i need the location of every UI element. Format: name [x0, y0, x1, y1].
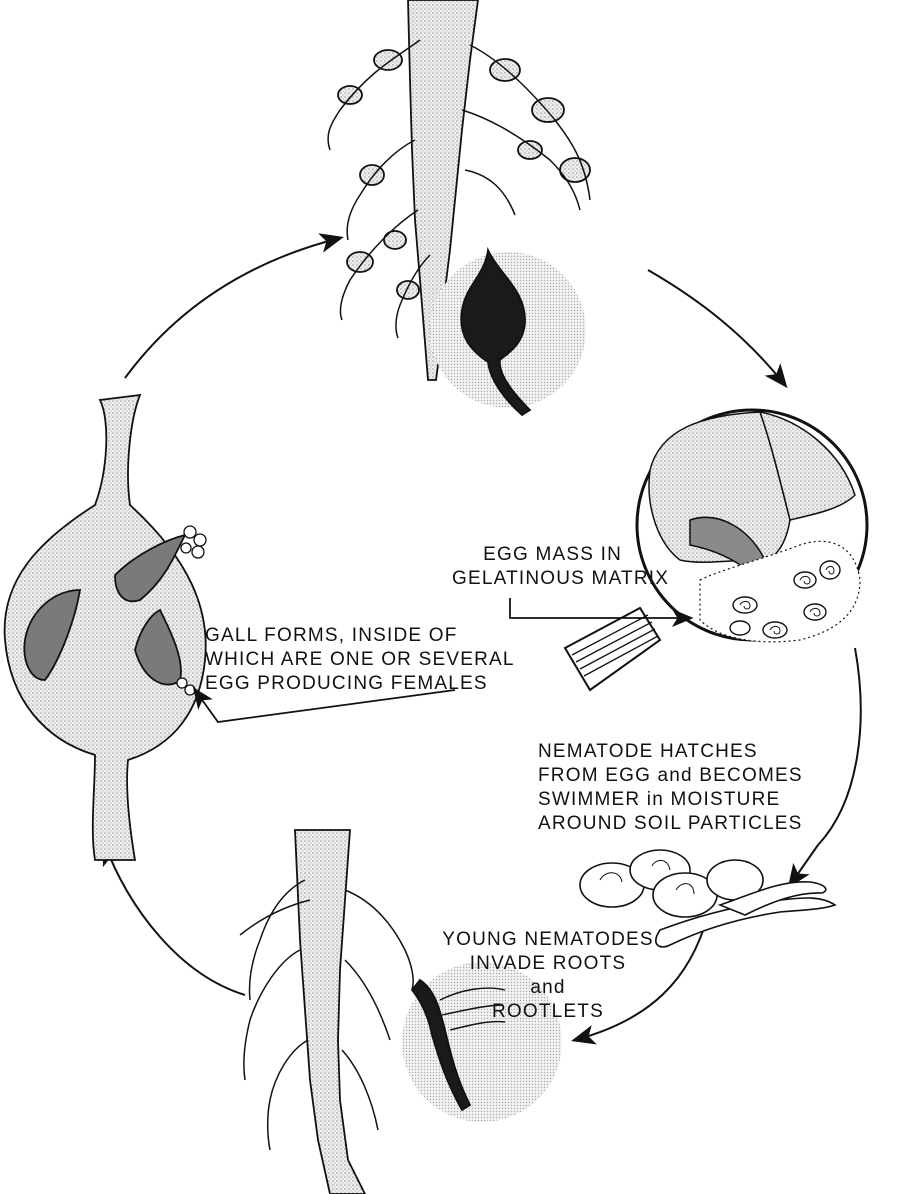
egg-cluster — [181, 543, 191, 553]
egg-cluster — [192, 546, 204, 558]
nematode-hatches-label: NEMATODE HATCHES FROM EGG and BECOMES SW… — [538, 740, 803, 836]
egg-mass-label-line2: GELATINOUS MATRIX — [452, 567, 622, 591]
nematode-hatches-label-line2: FROM EGG and BECOMES — [538, 764, 803, 788]
gall-forms-label-line1: GALL FORMS, INSIDE OF — [205, 624, 515, 648]
arrow-top-right — [648, 270, 785, 385]
young-nematodes-label-line1: YOUNG NEMATODES — [428, 928, 668, 952]
magnifier-handle — [565, 608, 660, 690]
gall — [532, 98, 564, 122]
nematode-hatches-label-line4: AROUND SOIL PARTICLES — [538, 812, 803, 836]
nematode-hatches-label-line1: NEMATODE HATCHES — [538, 740, 803, 764]
egg-mass-label: EGG MASS IN GELATINOUS MATRIX — [452, 543, 622, 591]
arrow-bottom-left — [105, 845, 245, 995]
nematode-hatches-label-line3: SWIMMER in MOISTURE — [538, 788, 803, 812]
gall-forms-label-line2: WHICH ARE ONE OR SEVERAL — [205, 648, 515, 672]
young-nematodes-label: YOUNG NEMATODES INVADE ROOTS and ROOTLET… — [428, 928, 668, 1024]
egg-cluster — [185, 685, 195, 695]
bottom-main-root — [295, 830, 365, 1194]
egg-cluster — [184, 526, 196, 538]
gall-forms-label: GALL FORMS, INSIDE OF WHICH ARE ONE OR S… — [205, 624, 515, 696]
arrow-top-left — [125, 238, 340, 378]
gall-forms-label-line3: EGG PRODUCING FEMALES — [205, 672, 515, 696]
gall — [518, 141, 542, 159]
gall — [397, 281, 419, 299]
left-gall — [5, 395, 206, 860]
young-nematodes-label-line2: INVADE ROOTS — [428, 952, 668, 976]
egg-mass-label-line1: EGG MASS IN — [452, 543, 622, 567]
top-root-galls — [328, 0, 590, 415]
egg-cluster — [194, 534, 206, 546]
young-nematodes-label-line3: and — [428, 976, 668, 1000]
egg-cluster — [177, 678, 187, 688]
gall — [374, 50, 402, 70]
egg-mass-pointer — [510, 598, 690, 618]
arrow-right — [818, 648, 861, 845]
arrow-right-head — [790, 845, 818, 885]
young-nematodes-label-line4: ROOTLETS — [428, 1000, 668, 1024]
